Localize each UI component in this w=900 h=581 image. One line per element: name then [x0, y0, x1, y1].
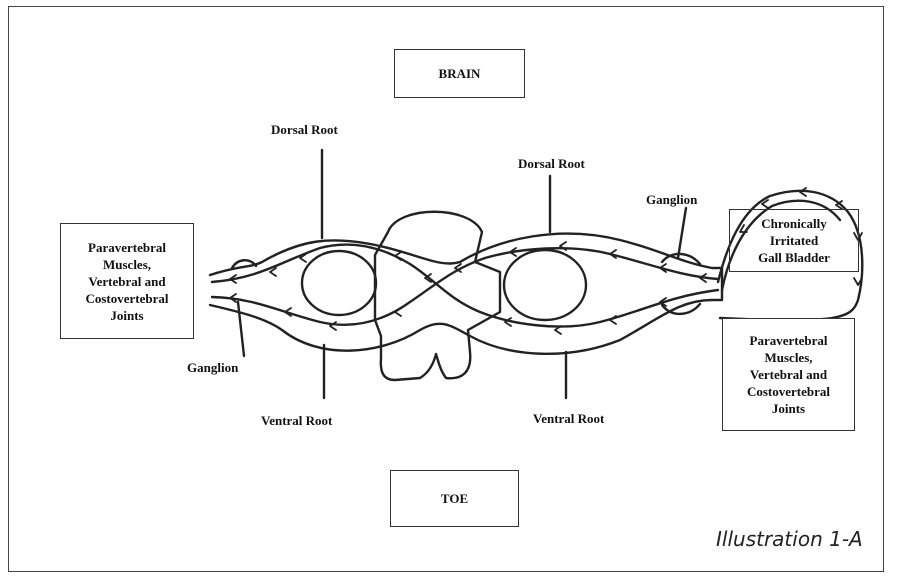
dorsal-root-left-label: Dorsal Root: [271, 122, 338, 138]
left-loop-hole: [302, 251, 376, 315]
gall-bladder-line-3: Gall Bladder: [758, 249, 830, 266]
left-muscles-line-1: Paravertebral: [88, 239, 166, 256]
toe-label: TOE: [441, 491, 468, 507]
toe-box: TOE: [390, 470, 519, 527]
arrow-mark: [610, 316, 616, 324]
illustration-caption: Illustration 1-A: [716, 527, 863, 551]
left-muscles-line-3: Vertebral and: [88, 273, 165, 290]
right-muscles-line-4: Costovertebral: [747, 383, 830, 400]
ganglion-right-label: Ganglion: [646, 192, 697, 208]
right-muscles-line-5: Joints: [772, 400, 805, 417]
right-muscles-box: Paravertebral Muscles, Vertebral and Cos…: [722, 318, 855, 431]
ganglion-left-label: Ganglion: [187, 360, 238, 376]
left-muscles-line-4: Costovertebral: [85, 290, 168, 307]
brain-box: BRAIN: [394, 49, 525, 98]
right-muscles-line-2: Muscles,: [764, 349, 812, 366]
ventral-root-right-label: Ventral Root: [533, 411, 604, 427]
gall-bladder-box: Chronically Irritated Gall Bladder: [729, 209, 859, 272]
gall-bladder-line-1: Chronically: [761, 215, 827, 232]
right-muscles-line-1: Paravertebral: [750, 332, 828, 349]
ganglion-left-line: [238, 302, 244, 356]
nerve-outer-shell: [210, 234, 722, 354]
fiber-right-lower: [485, 248, 718, 279]
brain-label: BRAIN: [439, 66, 481, 82]
right-muscles-line-3: Vertebral and: [750, 366, 827, 383]
ganglion-right-line: [678, 208, 686, 258]
spinal-cord-outline: [375, 212, 500, 380]
right-loop-hole: [504, 250, 586, 320]
left-muscles-box: Paravertebral Muscles, Vertebral and Cos…: [60, 223, 194, 339]
arrow-mark: [395, 308, 401, 316]
ventral-root-left-label: Ventral Root: [261, 413, 332, 429]
left-muscles-line-2: Muscles,: [103, 256, 151, 273]
dorsal-root-right-label: Dorsal Root: [518, 156, 585, 172]
arrow-mark: [395, 252, 401, 260]
left-muscles-line-5: Joints: [110, 307, 143, 324]
gall-bladder-line-2: Irritated: [770, 232, 818, 249]
